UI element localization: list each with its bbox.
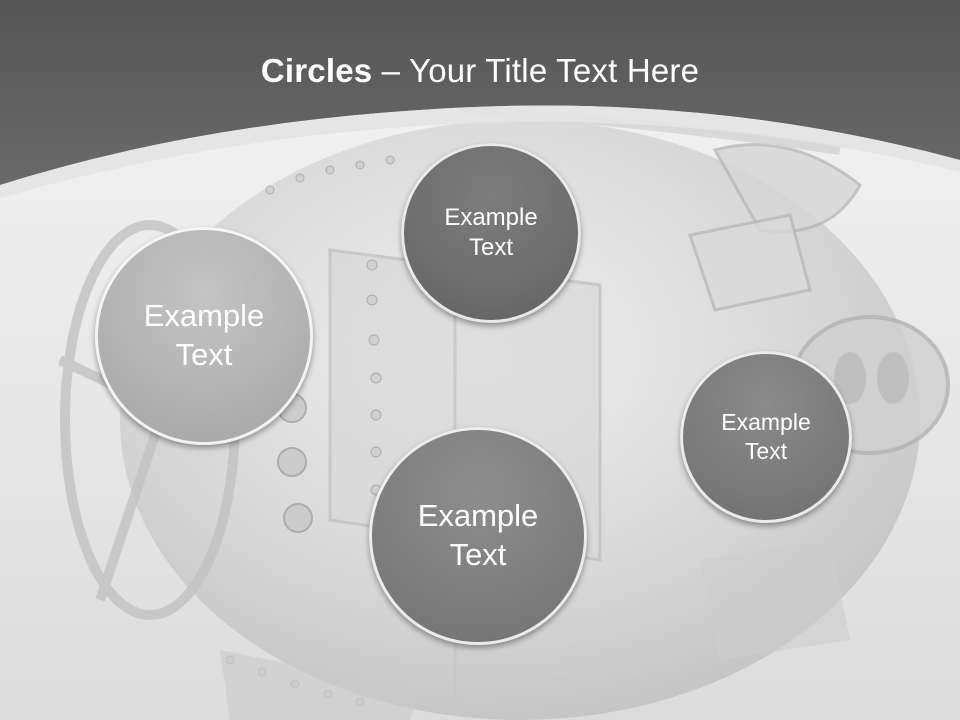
- circle-top-line2: Text: [468, 234, 513, 261]
- circle-right-line2: Text: [744, 438, 788, 464]
- slide-title: Circles – Your Title Text Here: [0, 52, 960, 90]
- circle-top: Example Text: [401, 143, 581, 323]
- circle-right-line1: Example: [721, 409, 811, 436]
- circle-top-line1: Example: [444, 204, 538, 231]
- title-bold: Circles: [260, 52, 373, 89]
- circle-bottom: Example Text: [369, 427, 587, 645]
- circle-left: Example Text: [95, 227, 313, 445]
- circle-bottom-line2: Text: [449, 537, 507, 572]
- title-rest: – Your Title Text Here: [372, 52, 700, 89]
- circle-bottom-line1: Example: [417, 498, 539, 534]
- circle-right: Example Text: [680, 351, 852, 523]
- circle-left-line2: Text: [175, 337, 233, 372]
- circle-left-line1: Example: [143, 298, 265, 334]
